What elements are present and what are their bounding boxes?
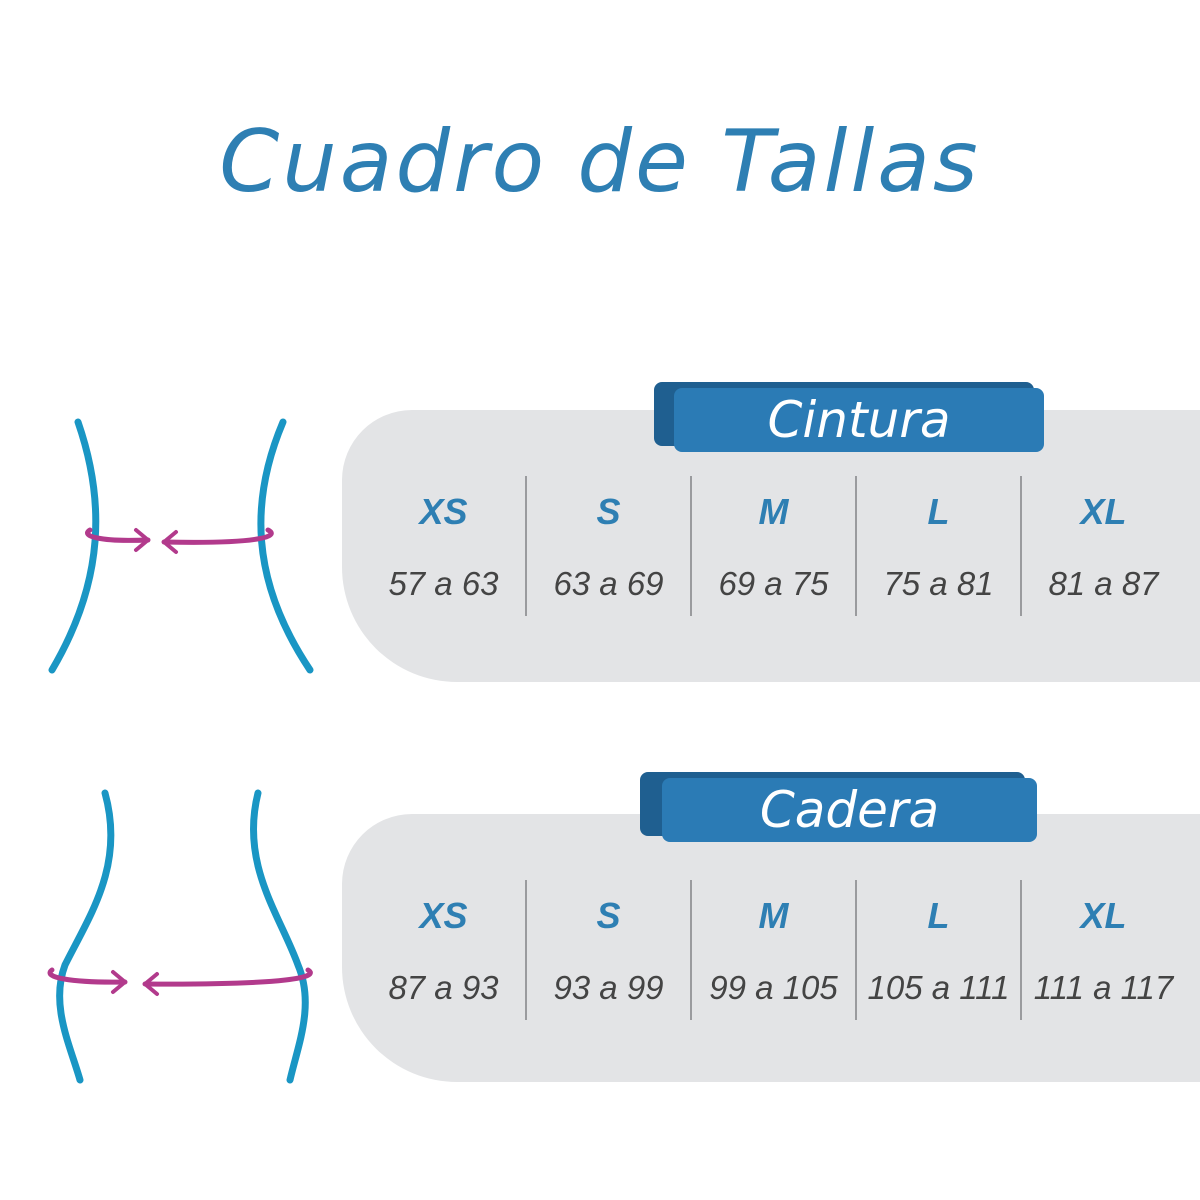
- table-label-tab: Cadera: [662, 778, 1037, 842]
- size-label: XL: [1080, 895, 1127, 936]
- size-column: M 69 a 75: [690, 476, 855, 616]
- size-label: M: [758, 491, 789, 532]
- size-range: 87 a 93: [388, 969, 499, 1006]
- page-title: Cuadro de Tallas: [219, 112, 981, 212]
- table-panel: [342, 814, 1200, 1082]
- size-label: XL: [1080, 491, 1127, 532]
- size-range: 75 a 81: [883, 565, 994, 602]
- size-range: 93 a 99: [553, 969, 664, 1006]
- size-column: S 63 a 69: [525, 476, 690, 616]
- table-panel: [342, 410, 1200, 682]
- waist-figure-icon: [48, 418, 314, 674]
- size-column: L 75 a 81: [855, 476, 1020, 616]
- size-column: XS 87 a 93: [362, 880, 525, 1020]
- size-range: 69 a 75: [718, 565, 829, 602]
- size-columns: XS 87 a 93 S 93 a 99 M 99 a 105 L 105 a …: [362, 880, 1200, 1020]
- size-range: 81 a 87: [1048, 565, 1159, 602]
- size-range: 105 a 111: [867, 969, 1010, 1006]
- size-range: 63 a 69: [553, 565, 664, 602]
- hip-figure-icon: [47, 789, 313, 1084]
- size-column: XL 111 a 117: [1020, 880, 1185, 1020]
- hip-size-table: Cadera XS 87 a 93 S 93 a 99 M 99 a 105 L…: [342, 770, 1200, 1085]
- size-label: S: [596, 895, 621, 936]
- size-column: M 99 a 105: [690, 880, 855, 1020]
- size-label: XS: [419, 491, 468, 532]
- size-range: 111 a 117: [1033, 969, 1174, 1006]
- size-column: S 93 a 99: [525, 880, 690, 1020]
- size-label: L: [927, 491, 950, 532]
- table-label-tab: Cintura: [674, 388, 1044, 452]
- size-label: S: [596, 491, 621, 532]
- measure-arrow-icon: [47, 967, 313, 996]
- size-range: 99 a 105: [709, 969, 838, 1006]
- size-label: M: [758, 895, 789, 936]
- size-column: L 105 a 111: [855, 880, 1020, 1020]
- size-label: L: [927, 895, 950, 936]
- waist-size-table: Cintura XS 57 a 63 S 63 a 69 M 69 a 75 L…: [342, 380, 1200, 685]
- size-label: XS: [419, 895, 468, 936]
- measure-arrow-icon: [85, 527, 274, 554]
- size-column: XS 57 a 63: [362, 476, 525, 616]
- size-column: XL 81 a 87: [1020, 476, 1185, 616]
- size-columns: XS 57 a 63 S 63 a 69 M 69 a 75 L 75 a 81…: [362, 476, 1200, 616]
- size-range: 57 a 63: [388, 565, 499, 602]
